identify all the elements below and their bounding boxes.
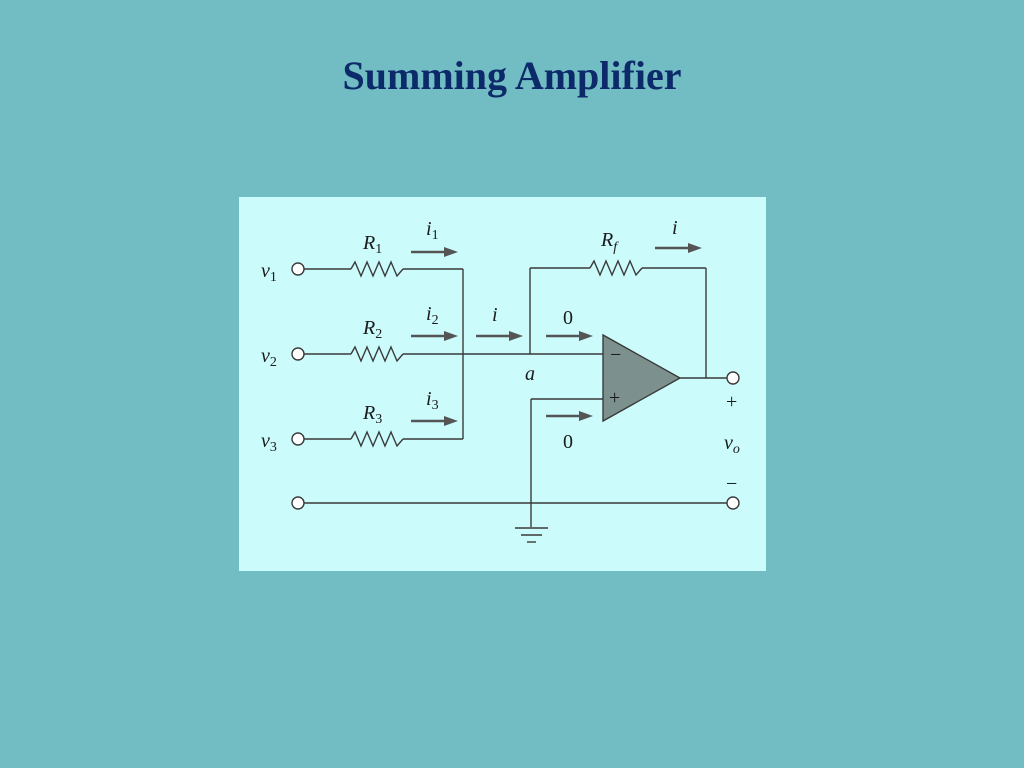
op-amp-triangle	[602, 333, 682, 423]
label-node-a: a	[525, 363, 535, 385]
resistor-r1	[350, 260, 404, 278]
label-v3: v3	[261, 430, 277, 455]
label-rf: Rf	[600, 229, 619, 255]
summing-amplifier-circuit: − + v1 v2 v3	[261, 217, 740, 543]
resistor-rf	[589, 259, 643, 277]
arrow-i2	[411, 331, 458, 341]
input-branch-3	[291, 430, 463, 448]
label-output-plus: +	[726, 391, 737, 413]
terminal-common-left	[291, 496, 305, 510]
terminal-v2	[291, 347, 305, 361]
label-i3: i3	[426, 388, 439, 413]
arrow-zero-noninverting	[546, 411, 593, 421]
resistor-r2	[350, 345, 404, 363]
terminal-v1	[291, 262, 305, 276]
label-vo: vo	[724, 432, 740, 457]
arrow-zero-inverting	[546, 331, 593, 341]
label-i-feedback: i	[672, 217, 678, 239]
label-v2: v2	[261, 345, 277, 370]
label-output-minus: −	[726, 473, 737, 495]
input-branch-1	[291, 260, 463, 278]
label-r3: R3	[362, 402, 382, 427]
resistor-r3	[350, 430, 404, 448]
input-branch-2	[291, 345, 530, 363]
feedback-path	[529, 259, 707, 378]
label-i-node: i	[492, 304, 498, 326]
circuit-diagram-panel: − + v1 v2 v3	[239, 197, 766, 571]
arrow-i3	[411, 416, 458, 426]
ground-icon	[515, 527, 548, 543]
label-i1: i1	[426, 218, 439, 243]
label-zero-inverting: 0	[563, 307, 573, 329]
label-v1: v1	[261, 260, 277, 285]
label-i2: i2	[426, 303, 439, 328]
arrow-i1	[411, 247, 458, 257]
terminal-output-positive	[726, 371, 740, 385]
slide-title: Summing Amplifier	[342, 53, 682, 98]
arrow-i-feedback	[655, 243, 702, 253]
terminal-v3	[291, 432, 305, 446]
opamp-minus-sign: −	[610, 344, 621, 366]
arrow-i-node	[476, 331, 523, 341]
label-zero-noninverting: 0	[563, 431, 573, 453]
label-r2: R2	[362, 317, 382, 342]
opamp-plus-sign: +	[609, 387, 620, 409]
label-r1: R1	[362, 232, 382, 257]
terminal-output-negative	[726, 496, 740, 510]
